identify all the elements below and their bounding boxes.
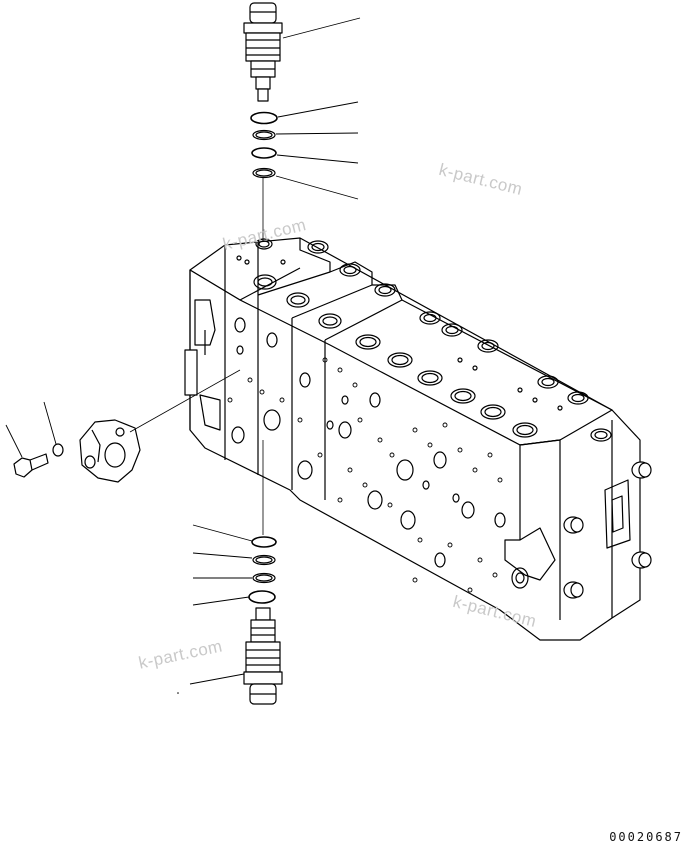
drawing-code: 00020687: [609, 830, 683, 844]
main-valve-block: [184, 237, 641, 641]
front-face-ports: [227, 317, 529, 593]
bottom-relief-valve: [243, 607, 283, 705]
washer: [52, 443, 64, 457]
end-cap-bolts: [563, 461, 652, 599]
flange-bolt: [13, 453, 49, 478]
top-relief-valve: [243, 2, 283, 102]
top-o-rings: [250, 111, 278, 179]
bottom-leader-lines: [189, 524, 253, 685]
bottom-o-rings: [248, 536, 277, 604]
left-leader-lines: [5, 401, 57, 458]
top-face-ports: [236, 238, 612, 442]
side-flange: [79, 419, 141, 483]
flange-axis-line: [129, 369, 241, 433]
top-leader-lines: [275, 17, 361, 200]
